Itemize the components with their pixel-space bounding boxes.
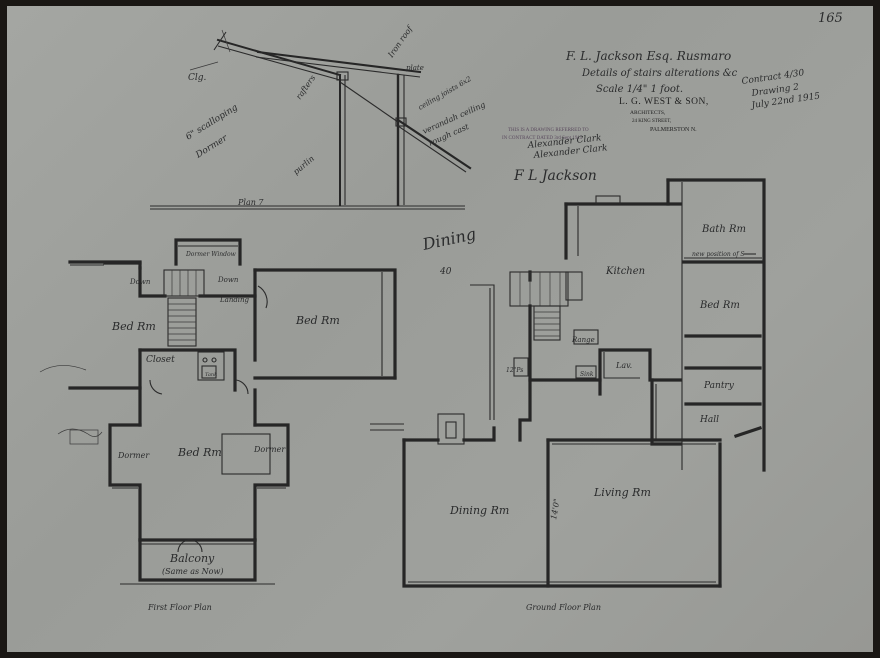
roof-section-detail (150, 29, 472, 210)
contract-stamp: THIS IS A DRAWING REFERRED TO IN CONTRAC… (502, 128, 608, 161)
ground-floor-plan (370, 178, 766, 588)
firm-street: 24 KING STREET, (632, 119, 671, 124)
ground-floor-caption: Ground Floor Plan (526, 603, 601, 612)
ff-dormer-window: Dormer Window (185, 251, 237, 258)
gf-step-note: 12"Ps (506, 367, 523, 374)
gf-width-note: 14'0" (549, 498, 562, 520)
title-subject: Details of stairs alterations &c (581, 68, 738, 79)
gf-pantry: Pantry (703, 381, 735, 391)
title-scale: Scale 1/4" 1 foot. (596, 84, 683, 95)
gf-range: Range (571, 336, 595, 344)
title-client: F. L. Jackson Esq. Rusmaro (565, 49, 731, 63)
note-plate: plate (406, 64, 424, 72)
stamp-line2: IN CONTRACT DATED 3rd Sept 1915 (502, 136, 583, 141)
pencil-note-number: 40 (439, 267, 452, 277)
gf-new-position: new position of S (692, 251, 744, 258)
gf-hall: Hall (699, 415, 719, 425)
detail-label: Plan 7 (237, 198, 264, 207)
note-clg: Clg. (188, 73, 207, 83)
ff-dormer-left: Dormer (117, 451, 150, 460)
ff-balcony: Balcony (169, 552, 215, 565)
gf-lav: Lav. (615, 361, 632, 370)
note-dormer: Dormer (193, 133, 230, 161)
gf-living: Living Rm (593, 486, 651, 499)
firm-city: PALMERSTON N. (650, 127, 697, 133)
note-iron-roof: Iron roof (386, 23, 416, 60)
gf-bedroom: Bed Rm (699, 300, 740, 311)
first-floor-plan (68, 238, 397, 585)
ff-down-left: Down (129, 278, 151, 286)
ff-bed-right: Bed Rm (295, 314, 340, 327)
ff-bed-main: Bed Rm (177, 446, 222, 459)
ff-down-right: Down (217, 276, 239, 284)
ff-closet: Closet (146, 355, 175, 365)
note-ceiling-joists: ceiling joists 6x2 (417, 75, 473, 112)
ff-landing: Landing (219, 296, 250, 304)
first-floor-caption: First Floor Plan (147, 603, 212, 612)
gf-dining: Dining Rm (449, 504, 509, 517)
ff-tank: Tank (205, 372, 217, 378)
gf-sink: Sink (580, 371, 594, 378)
stamp-line1: THIS IS A DRAWING REFERRED TO (508, 128, 589, 133)
gf-kitchen: Kitchen (605, 266, 645, 277)
sheet-number: 165 (818, 11, 843, 26)
client-signature: F L Jackson (513, 168, 597, 184)
firm-name: L. G. WEST & SON, (619, 97, 709, 107)
ff-balcony-note: (Same as Now) (162, 567, 223, 576)
pencil-note-dining: Dining (420, 224, 478, 254)
gf-bathroom: Bath Rm (701, 224, 746, 235)
ff-bed-left: Bed Rm (111, 320, 156, 333)
note-scalloping: 6" scalloping (184, 103, 240, 143)
note-rafters: rafters (294, 74, 317, 102)
firm-role: ARCHITECTS, (630, 110, 666, 116)
ff-dormer-right: Dormer (253, 445, 286, 454)
note-purlin: purlin (292, 154, 316, 177)
